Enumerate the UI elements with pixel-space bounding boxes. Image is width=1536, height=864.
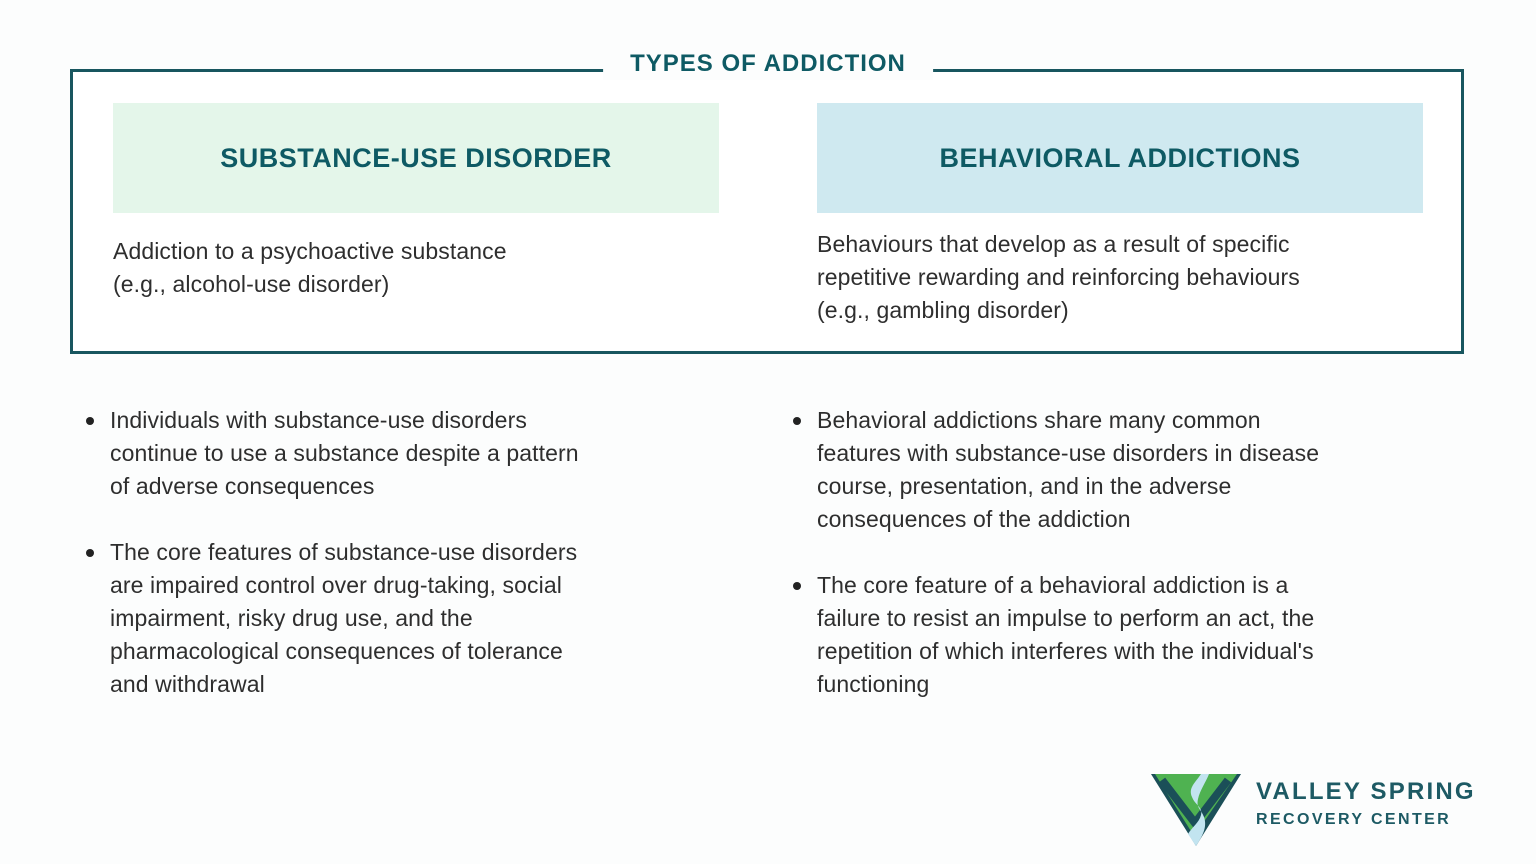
comparison-box: SUBSTANCE-USE DISORDER BEHAVIORAL ADDICT… (70, 69, 1464, 354)
bullet-line: The core features of substance-use disor… (110, 539, 578, 565)
behavioral-bullet-list: Behavioral addictions share many common … (793, 404, 1319, 734)
bullet-icon (86, 549, 94, 557)
list-item: Individuals with substance-use disorders… (86, 404, 579, 503)
bullet-line: are impaired control over drug-taking, s… (110, 572, 562, 598)
bullet-icon (793, 582, 801, 590)
substance-bullet-list: Individuals with substance-use disorders… (86, 404, 579, 734)
bullet-line: course, presentation, and in the adverse (817, 473, 1232, 499)
description-line: (e.g., gambling disorder) (817, 297, 1069, 323)
substance-description: Addiction to a psychoactive substance (e… (113, 235, 507, 301)
bullet-line: Behavioral addictions share many common (817, 407, 1261, 433)
brand-logo: VALLEY SPRING RECOVERY CENTER (1150, 772, 1476, 848)
bullet-line: failure to resist an impulse to perform … (817, 605, 1315, 631)
bullet-text: The core feature of a behavioral addicti… (817, 569, 1314, 701)
bullet-line: Individuals with substance-use disorders (110, 407, 527, 433)
bullet-line: of adverse consequences (110, 473, 375, 499)
list-item: The core feature of a behavioral addicti… (793, 569, 1319, 701)
description-line: (e.g., alcohol-use disorder) (113, 271, 390, 297)
behavioral-description: Behaviours that develop as a result of s… (817, 228, 1300, 327)
description-line: Behaviours that develop as a result of s… (817, 231, 1290, 257)
logo-tagline: RECOVERY CENTER (1256, 811, 1452, 828)
list-item: The core features of substance-use disor… (86, 536, 579, 701)
header-substance-use-disorder: SUBSTANCE-USE DISORDER (113, 103, 719, 213)
bullet-line: The core feature of a behavioral addicti… (817, 572, 1289, 598)
bullet-line: continue to use a substance despite a pa… (110, 440, 579, 466)
list-item: Behavioral addictions share many common … (793, 404, 1319, 536)
bullet-line: and withdrawal (110, 671, 265, 697)
description-line: repetitive rewarding and reinforcing beh… (817, 264, 1300, 290)
bullet-icon (793, 417, 801, 425)
logo-text-block: VALLEY SPRING RECOVERY CENTER (1256, 772, 1476, 829)
description-line: Addiction to a psychoactive substance (113, 238, 507, 264)
bullet-line: impairment, risky drug use, and the (110, 605, 473, 631)
bullet-icon (86, 417, 94, 425)
bullet-line: repetition of which interferes with the … (817, 638, 1314, 664)
bullet-text: Behavioral addictions share many common … (817, 404, 1319, 536)
bullet-line: functioning (817, 671, 930, 697)
page-title: TYPES OF ADDICTION (603, 48, 933, 80)
bullet-line: consequences of the addiction (817, 506, 1131, 532)
header-behavioral-addictions: BEHAVIORAL ADDICTIONS (817, 103, 1423, 213)
bullet-text: The core features of substance-use disor… (110, 536, 577, 701)
bullet-text: Individuals with substance-use disorders… (110, 404, 579, 503)
logo-brand-name: VALLEY SPRING (1256, 778, 1476, 805)
bullet-line: pharmacological consequences of toleranc… (110, 638, 563, 664)
valley-spring-logo-icon (1151, 774, 1241, 846)
bullet-line: features with substance-use disorders in… (817, 440, 1320, 466)
